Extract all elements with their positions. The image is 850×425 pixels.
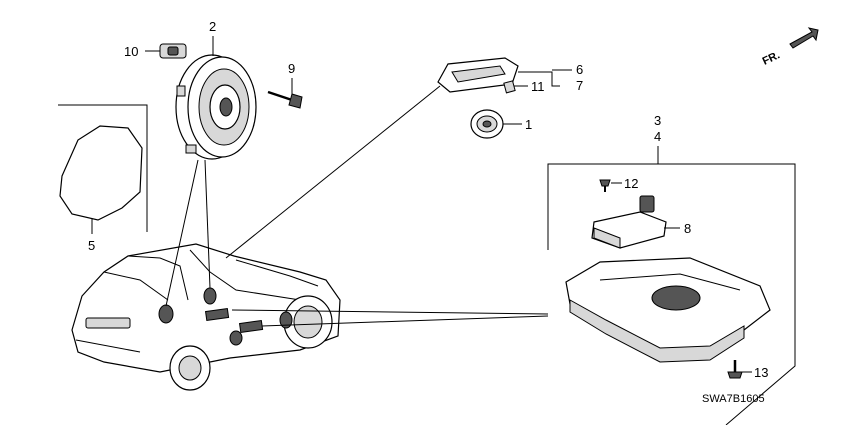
- screw-part-9: [267, 90, 303, 109]
- callout-6: 6: [576, 62, 583, 77]
- clip-part-10: [159, 43, 187, 59]
- control-unit-part-8: [591, 195, 667, 249]
- bolt-part-13: [727, 360, 743, 379]
- callout-8: 8: [684, 221, 691, 236]
- door-speaker-part-2: [175, 54, 257, 160]
- clip-part-11: [503, 80, 516, 94]
- vehicle-outline: [71, 243, 341, 391]
- callout-3: 3: [654, 113, 661, 128]
- subwoofer-amp-housing: [565, 257, 771, 363]
- leader-line-2-car-b: [204, 159, 211, 289]
- tweeter-part-1: [470, 109, 504, 139]
- callout-1: 1: [525, 117, 532, 132]
- callout-10: 10: [124, 44, 138, 59]
- callout-4: 4: [654, 129, 661, 144]
- leader-line-amp-car-a: [231, 309, 549, 315]
- leader-line-tweeter-car: [225, 85, 441, 259]
- bracket-box-3-4: [547, 163, 796, 425]
- bracket-line-6-7: [518, 71, 560, 87]
- callout-2: 2: [209, 19, 216, 34]
- speaker-cover-part-5: [59, 125, 143, 221]
- callout-12: 12: [624, 176, 638, 191]
- tweeter-grille-part-6-7: [437, 57, 519, 93]
- callout-5: 5: [88, 238, 95, 253]
- callout-9: 9: [288, 61, 295, 76]
- leader-line-2-car-a: [165, 159, 199, 307]
- callout-11: 11: [531, 79, 545, 94]
- front-direction-arrow-icon: [789, 27, 819, 49]
- diagram-code: SWA7B1605: [702, 393, 765, 405]
- callout-7: 7: [576, 78, 583, 93]
- screw-part-12: [599, 179, 611, 192]
- front-direction-label: FR.: [761, 49, 782, 67]
- leader-line-amp-car-b: [261, 315, 549, 327]
- callout-13: 13: [754, 365, 768, 380]
- bracket-line-5: [58, 104, 148, 232]
